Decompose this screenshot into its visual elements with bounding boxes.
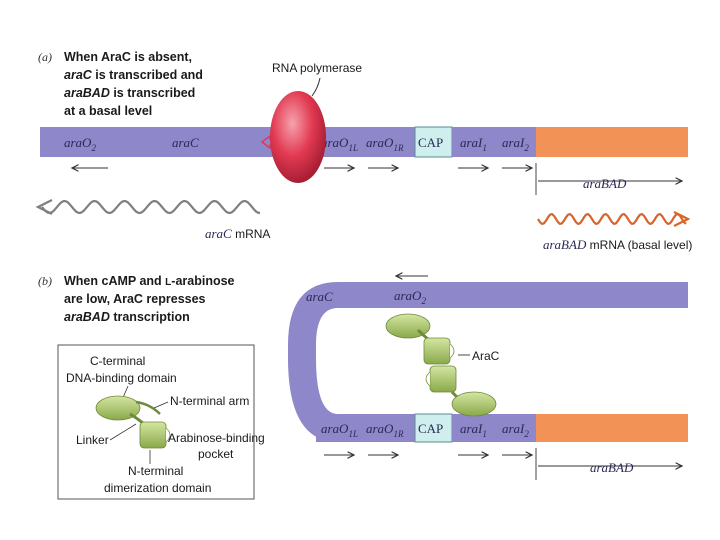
gene-b-arao2: araO2	[394, 288, 426, 306]
arac-pocket-top	[423, 337, 451, 365]
gene-a-arai2: araI2	[502, 135, 529, 153]
gene-a-arao1l: araO1L	[321, 135, 358, 153]
arac-pocket-bottom	[429, 365, 457, 393]
panel-b-heading-line1: When cAMP and L-arabinose	[64, 274, 235, 288]
legend-pocket-label-line2: pocket	[198, 447, 234, 461]
legend-dimerization-line1: N-terminal	[128, 464, 183, 478]
gene-b-arai1: araI1	[460, 421, 487, 439]
panel-a-heading-line1: When AraC is absent,	[64, 50, 192, 64]
legend-linker-label: Linker	[76, 433, 109, 447]
panel-a-heading-line2: araC is transcribed and	[64, 68, 203, 82]
rna-polymerase-blob	[270, 91, 326, 183]
dna-a-purple-right	[452, 127, 536, 157]
rna-polymerase-pointer	[311, 77, 321, 97]
dna-b-bottom-purple-left	[316, 414, 415, 442]
arac-dna-binding-domain-bottom	[451, 391, 497, 417]
panel-b-letter: (b)	[38, 274, 52, 288]
arabad-mrna-arrowhead-icon	[673, 211, 691, 227]
cap-box-b	[414, 413, 453, 443]
legend-n-terminal-arm	[135, 400, 161, 415]
legend-dimerization-line2: dimerization domain	[104, 481, 211, 495]
legend-arm-pointer	[153, 401, 169, 409]
arac-mrna-label: araC mRNA	[205, 226, 270, 241]
legend-n-terminal-arm-label: N-terminal arm	[170, 394, 249, 408]
gene-b-arao1r: araO1R	[366, 421, 404, 439]
gene-b-arao1l: araO1L	[321, 421, 358, 439]
rna-polymerase-label: RNA polymerase	[272, 61, 362, 75]
arabad-a-label: araBAD	[583, 176, 627, 191]
gene-b-arac: araC	[306, 289, 333, 304]
legend-pocket-label-line1: Arabinose-binding	[168, 431, 265, 445]
cap-box-a	[414, 126, 453, 158]
panel-b-heading-line2: are low, AraC represses	[64, 292, 206, 306]
legend-c-terminal-line1: C-terminal	[90, 354, 145, 368]
cap-label-b: CAP	[418, 421, 443, 436]
arac-pocket-top-notch	[449, 343, 455, 359]
gene-a-arai1: araI1	[460, 135, 487, 153]
dna-b-loop	[288, 282, 385, 442]
cap-label-a: CAP	[418, 135, 443, 150]
arac-dimer: AraC	[385, 313, 500, 417]
arabad-mrna-label: araBAD mRNA (basal level)	[543, 237, 692, 252]
panel-b: (b) When cAMP and L-arabinose are low, A…	[38, 274, 688, 500]
panel-b-heading-line3: araBAD transcription	[64, 310, 190, 324]
legend-c-terminal-line2: DNA-binding domain	[66, 371, 177, 385]
panel-a: (a) When AraC is absent, araC is transcr…	[35, 50, 692, 252]
legend-pocket	[139, 421, 167, 449]
legend-dna-binding-domain	[95, 395, 141, 421]
arac-mrna-arrowhead-icon	[35, 199, 53, 215]
panel-a-heading-line4: at a basal level	[64, 104, 152, 118]
arac-protein-label: AraC	[472, 349, 500, 363]
dna-b-orange	[536, 414, 688, 442]
dna-b-bottom-purple-right	[452, 414, 536, 442]
arabad-b-label: araBAD	[590, 460, 634, 475]
panel-a-letter: (a)	[38, 50, 52, 64]
gene-b-arai2: araI2	[502, 421, 529, 439]
arabad-mrna-wave	[537, 212, 687, 226]
dna-a-purple-left	[40, 127, 415, 157]
gene-a-arao1r: araO1R	[366, 135, 404, 153]
dna-a-orange	[536, 127, 688, 157]
dna-b-top-strand	[385, 282, 688, 308]
arac-mrna-wave	[41, 199, 261, 215]
gene-a-arao2: araO2	[64, 135, 96, 153]
legend-pocket-notch	[165, 427, 171, 443]
gene-a-arac: araC	[172, 135, 199, 150]
panel-a-heading-line3: araBAD is transcribed	[64, 86, 195, 100]
arac-domain-legend: C-terminal DNA-binding domain N-terminal…	[57, 344, 265, 500]
arac-pocket-bottom-notch	[425, 371, 431, 387]
legend-linker-pointer	[109, 423, 137, 441]
